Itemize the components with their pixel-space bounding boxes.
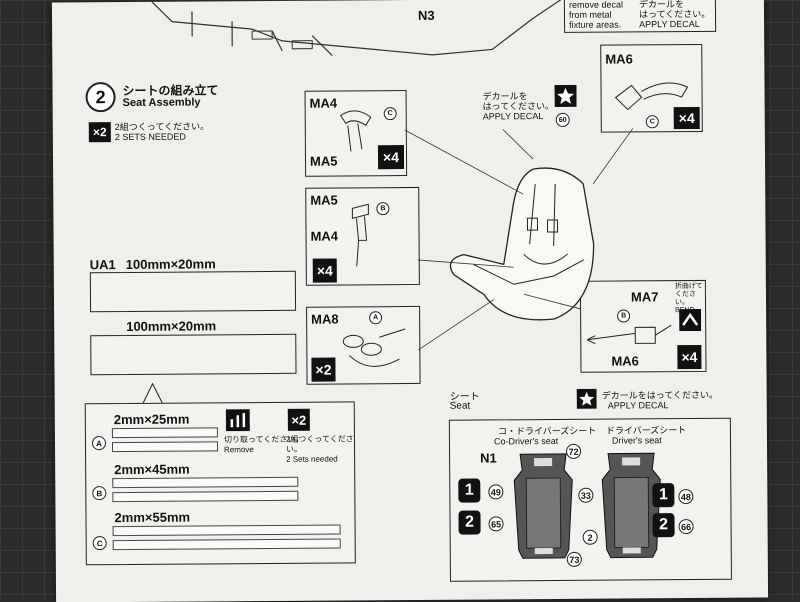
detail-box-ma5-ma4: MA5 MA4 B ×4 bbox=[305, 186, 420, 286]
detail-box-ma4-ma5: MA4 MA5 C ×4 bbox=[304, 90, 408, 177]
decal-49: 49 bbox=[488, 484, 504, 500]
chassis-top-drawing bbox=[151, 0, 563, 56]
strap-c-bar-1 bbox=[112, 524, 341, 537]
decal-2: 2 bbox=[582, 529, 598, 545]
detail-box-ma6-top: MA6 C ×4 bbox=[600, 43, 703, 133]
decal-33: 33 bbox=[578, 487, 594, 503]
strap-a-size: 2mm×25mm bbox=[113, 411, 190, 428]
strap-c-size: 2mm×55mm bbox=[114, 509, 191, 526]
decal-48: 48 bbox=[678, 489, 694, 505]
decal-66: 66 bbox=[678, 519, 694, 535]
buckle-drawing bbox=[340, 110, 372, 152]
seat-title-en: Seat bbox=[449, 400, 471, 412]
seat-1-right: 1 bbox=[652, 483, 675, 508]
bend-icon bbox=[679, 308, 702, 332]
strap-c-letter: C bbox=[92, 536, 107, 551]
seat-1-left: 1 bbox=[458, 478, 481, 503]
seat-decal-en: APPLY DECAL bbox=[607, 400, 669, 411]
strap-a-letter: A bbox=[91, 436, 107, 451]
strap-b-letter: B bbox=[92, 486, 107, 501]
strap-multiplier: ×2 bbox=[287, 408, 310, 431]
decal-72: 72 bbox=[566, 443, 582, 459]
seat-assembly-drawing bbox=[449, 167, 595, 321]
strap-box: 2mm×25mm A 2mm×45mm B 2mm×55mm C 切り取ってくだ… bbox=[84, 401, 356, 566]
strap-box-callout bbox=[142, 382, 163, 404]
strap-c-bar-2 bbox=[112, 538, 341, 551]
driver-seat bbox=[601, 452, 661, 559]
loop-drawing bbox=[342, 328, 406, 367]
decal-65: 65 bbox=[488, 516, 504, 532]
seat-2-right: 2 bbox=[652, 513, 675, 538]
adjuster-drawing bbox=[351, 203, 369, 267]
co-driver-en: Co-Driver's seat bbox=[493, 435, 559, 447]
star-icon bbox=[554, 84, 577, 107]
detail-box-ma8: MA8 A ×2 bbox=[306, 305, 421, 385]
seat-2-left: 2 bbox=[458, 510, 481, 535]
strap-needed-text: 2組つくってください。2 Sets needed bbox=[285, 434, 354, 464]
strap-end-drawing bbox=[587, 324, 672, 345]
strap-b-size: 2mm×45mm bbox=[114, 461, 190, 478]
strap-b-bar-2 bbox=[112, 490, 299, 503]
driver-en: Driver's seat bbox=[611, 435, 662, 446]
seat-decal-box: コ・ドライバーズシート Co-Driver's seat ドライバーズシート D… bbox=[448, 417, 732, 582]
seat-star-icon bbox=[576, 388, 597, 409]
decal-73: 73 bbox=[566, 551, 582, 567]
strap-a-bar-1 bbox=[111, 427, 218, 439]
strap-a-bar-2 bbox=[111, 441, 219, 453]
leader-lines bbox=[404, 128, 634, 351]
hook-drawing bbox=[614, 82, 689, 111]
strap-b-bar-1 bbox=[112, 476, 299, 489]
cut-icon bbox=[225, 409, 250, 432]
co-driver-seat bbox=[513, 453, 573, 559]
seat-n1-label: N1 bbox=[480, 450, 497, 466]
